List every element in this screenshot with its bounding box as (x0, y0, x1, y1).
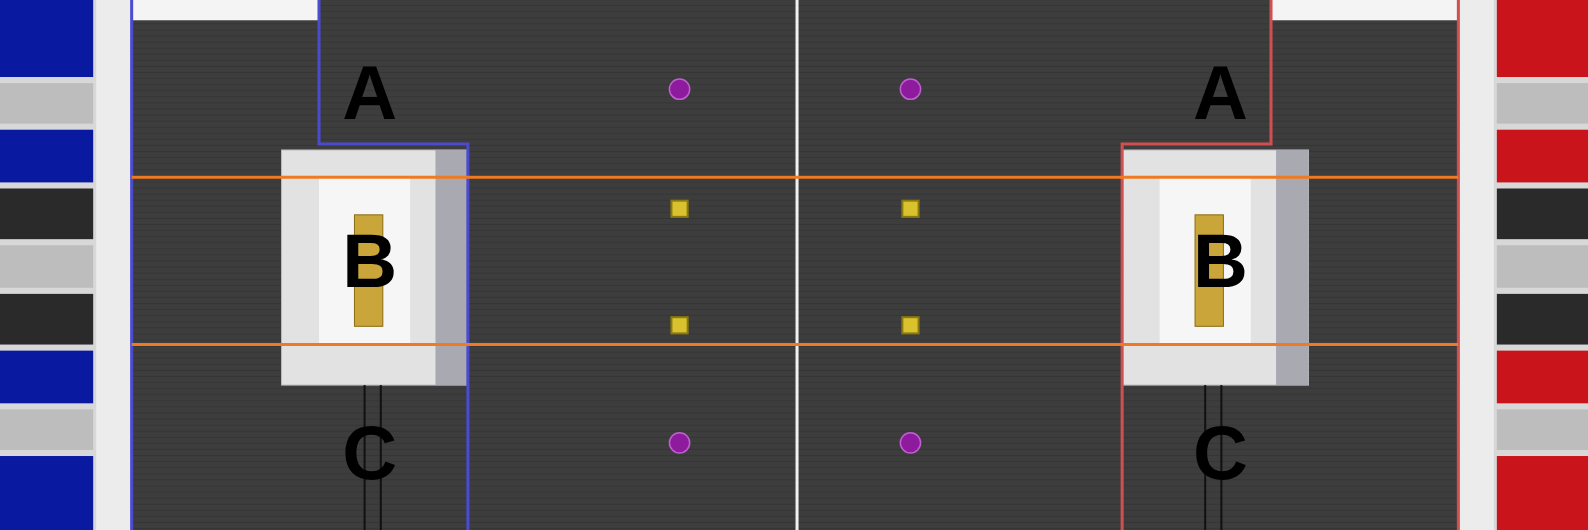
zone-label: A (1193, 55, 1248, 131)
zone-label: A (342, 55, 397, 131)
goal-platform (282, 150, 468, 385)
red-wall (1458, 0, 1588, 530)
red-zone-outline (1122, 0, 1271, 530)
zone-label: B (1193, 223, 1248, 299)
blue-wall (0, 0, 132, 530)
white-bar (1271, 0, 1458, 20)
purple-ball (669, 79, 920, 453)
white-bar (132, 0, 319, 20)
center-line (796, 0, 799, 530)
orange-line (132, 343, 1459, 346)
yellow-cube (671, 201, 918, 334)
blue-zone-outline (319, 0, 468, 530)
zone-label: C (1193, 415, 1248, 491)
goal-stand (365, 385, 1222, 530)
red-zone-outline (1457, 0, 1460, 530)
zone-label: C (342, 415, 397, 491)
goal-platform (1122, 150, 1308, 385)
zone-label: B (342, 223, 397, 299)
orange-line (132, 176, 1459, 179)
blue-zone-outline (130, 0, 133, 530)
